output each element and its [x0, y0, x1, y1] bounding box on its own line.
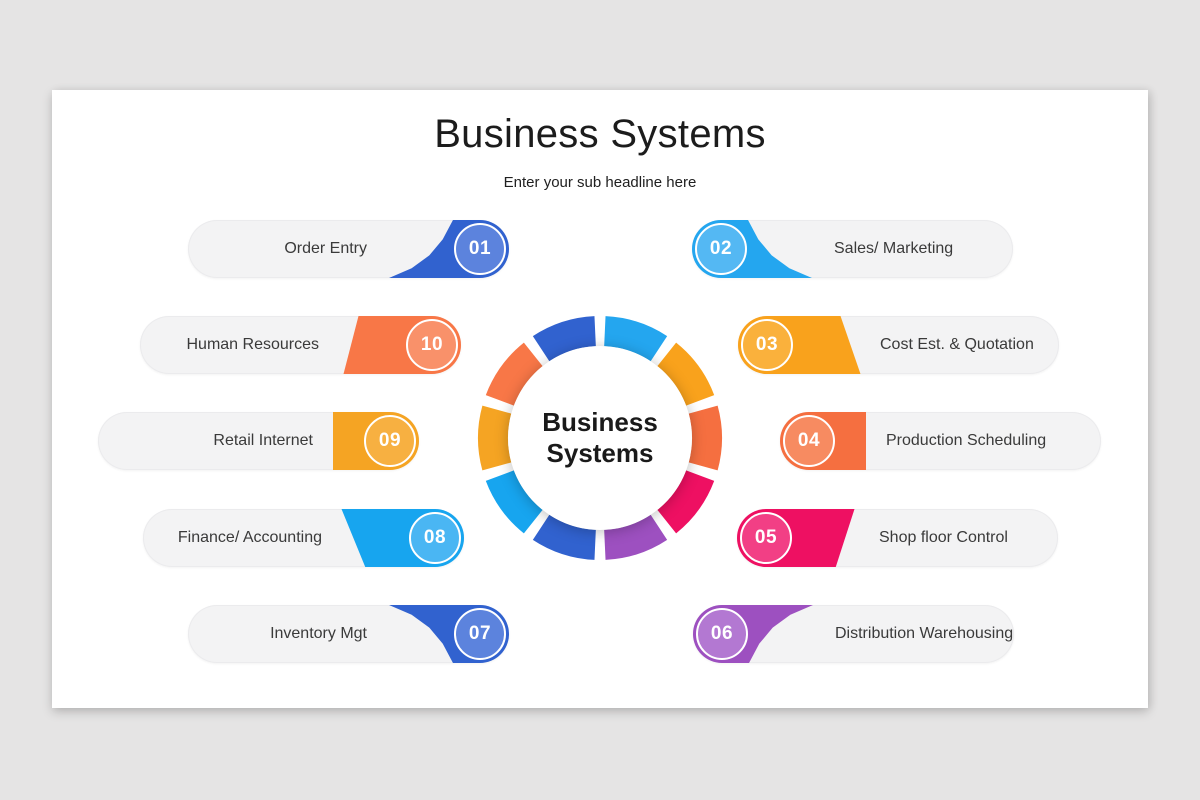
- item-number: 04: [797, 430, 821, 451]
- item-label: Cost Est. & Quotation: [880, 336, 1034, 353]
- item-number: 07: [468, 623, 492, 644]
- item-label: Distribution Warehousing: [835, 625, 1014, 642]
- item-label: Production Scheduling: [886, 432, 1047, 449]
- item-pill-sales-marketing: Sales/ Marketing 02: [692, 220, 1013, 278]
- item-label: Finance/ Accounting: [177, 529, 322, 546]
- item-label: Human Resources: [186, 336, 320, 353]
- item-pill-finance-accounting: Finance/ Accounting 08: [143, 509, 464, 567]
- item-pill-cost-est-quotation: Cost Est. & Quotation 03: [738, 316, 1059, 374]
- item-label: Retail Internet: [213, 432, 313, 449]
- item-pill-human-resources: Human Resources 10: [140, 316, 461, 374]
- item-number-badge: 09: [364, 415, 416, 467]
- center-title-line2: Systems: [546, 438, 654, 468]
- item-label: Sales/ Marketing: [834, 240, 954, 257]
- item-pill-inventory-mgt: Inventory Mgt 07: [188, 605, 509, 663]
- item-number-badge: 07: [454, 608, 506, 660]
- item-label: Shop floor Control: [879, 529, 1008, 546]
- item-number-badge: 05: [740, 512, 792, 564]
- item-number-badge: 08: [409, 512, 461, 564]
- page-subtitle: Enter your sub headline here: [503, 174, 697, 191]
- item-number-badge: 03: [741, 319, 793, 371]
- item-number-badge: 01: [454, 223, 506, 275]
- item-number: 10: [420, 334, 444, 355]
- item-number: 05: [754, 527, 778, 548]
- item-pill-retail-internet: Retail Internet 09: [98, 412, 419, 470]
- item-number: 09: [378, 430, 402, 451]
- item-number: 08: [423, 527, 447, 548]
- item-number: 06: [710, 623, 734, 644]
- item-pill-production-scheduling: Production Scheduling 04: [780, 412, 1101, 470]
- page-title: Business Systems: [434, 112, 766, 156]
- item-label: Order Entry: [284, 240, 367, 257]
- item-pill-shop-floor-control: Shop floor Control 05: [737, 509, 1058, 567]
- center-title-line1: Business: [542, 407, 658, 437]
- item-number: 03: [755, 334, 779, 355]
- item-number-badge: 10: [406, 319, 458, 371]
- item-label: Inventory Mgt: [270, 625, 367, 642]
- center-ring-svg: [478, 316, 722, 560]
- item-pill-distribution-warehousing: Distribution Warehousing 06: [693, 605, 1014, 663]
- item-number-badge: 04: [783, 415, 835, 467]
- center-circle: Business Systems: [508, 346, 692, 530]
- slide: Business Systems Enter your sub headline…: [52, 90, 1148, 708]
- item-number-badge: 06: [696, 608, 748, 660]
- item-number: 02: [709, 238, 733, 259]
- item-pill-order-entry: Order Entry 01: [188, 220, 509, 278]
- item-number: 01: [468, 238, 492, 259]
- item-number-badge: 02: [695, 223, 747, 275]
